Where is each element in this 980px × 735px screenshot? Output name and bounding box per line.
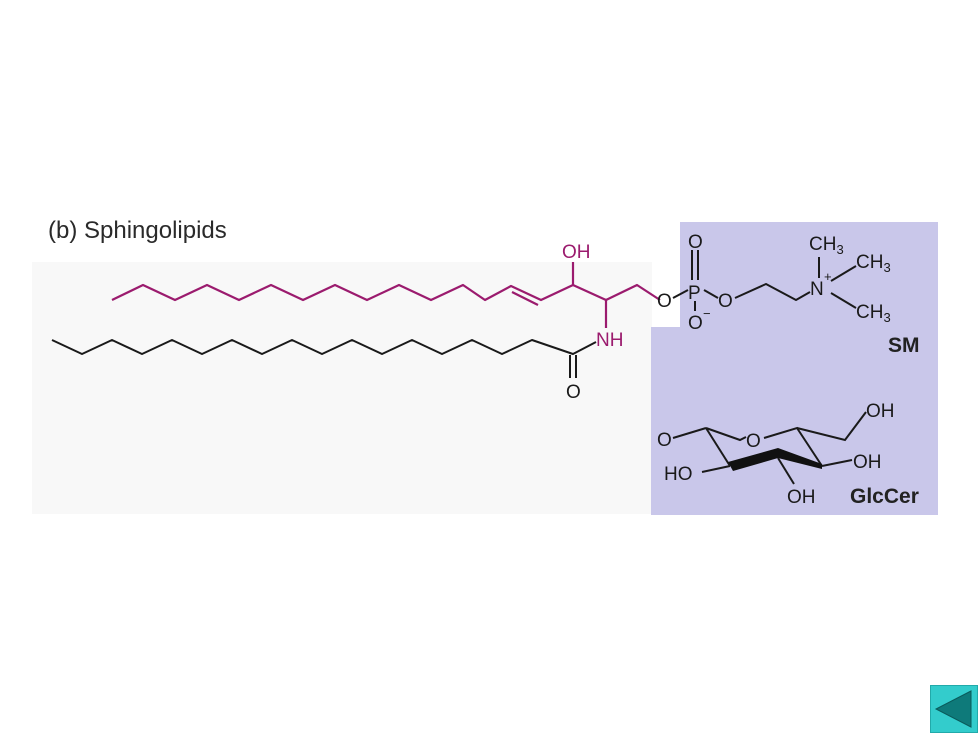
glc-link-bond bbox=[672, 427, 707, 439]
nh-label: NH bbox=[596, 330, 623, 351]
glc-link-o-label: O bbox=[657, 430, 672, 451]
phosphate-o-bottom-label: O bbox=[688, 313, 703, 334]
double-bond bbox=[511, 291, 539, 306]
glccer-label: GlcCer bbox=[850, 485, 919, 508]
n-ch3-right-bond bbox=[830, 265, 857, 282]
ch3-right-text: CH bbox=[856, 252, 883, 273]
n-plus-label: N bbox=[810, 279, 824, 300]
ch3-right-sub: 3 bbox=[883, 260, 890, 275]
n-plus-charge: + bbox=[824, 269, 832, 284]
ch3-bottom-label: CH3 bbox=[856, 302, 891, 325]
ester-o-label: O bbox=[657, 291, 672, 312]
diagram-title: (b) Sphingolipids bbox=[48, 217, 227, 244]
o-p-bond bbox=[672, 289, 689, 299]
amide-o-label: O bbox=[566, 382, 581, 403]
ring-o-label: O bbox=[746, 431, 761, 452]
oh-sphingosine-label: OH bbox=[562, 242, 591, 263]
headgroup-box bbox=[651, 222, 938, 515]
oh4-label: HO bbox=[664, 464, 693, 485]
oh3-label: OH bbox=[787, 487, 816, 508]
ch3-top-label: CH3 bbox=[809, 234, 844, 257]
background-band bbox=[32, 262, 652, 514]
oh6-label: OH bbox=[866, 401, 895, 422]
glc-ring-front bbox=[728, 448, 822, 471]
glc-c6-bond bbox=[796, 411, 867, 442]
ch3-bottom-sub: 3 bbox=[883, 310, 890, 325]
sm-label: SM bbox=[888, 334, 920, 357]
glc-ring-left bbox=[705, 427, 731, 467]
o-minus-charge: − bbox=[703, 306, 711, 321]
n-ch3-bottom-bond bbox=[830, 292, 857, 309]
oh2-label: OH bbox=[853, 452, 882, 473]
ch3-bottom-text: CH bbox=[856, 302, 883, 323]
back-button[interactable] bbox=[930, 685, 978, 733]
ch3-top-sub: 3 bbox=[836, 242, 843, 257]
phosphate-o-right-label: O bbox=[718, 291, 733, 312]
ch3-right-label: CH3 bbox=[856, 252, 891, 275]
glc-c3-bond bbox=[777, 457, 795, 485]
phosphorus-label: P bbox=[688, 283, 701, 304]
triangle-left-icon bbox=[934, 690, 972, 728]
phosphate-o-top-label: O bbox=[688, 232, 703, 253]
ch3-top-text: CH bbox=[809, 234, 836, 255]
glc-c2-bond bbox=[821, 459, 853, 467]
glc-ring-back bbox=[705, 427, 747, 442]
glc-c4-bond bbox=[701, 465, 731, 473]
fatty-acid-chain bbox=[51, 339, 597, 355]
p-o-right-bond bbox=[703, 289, 719, 299]
choline-chain bbox=[734, 283, 811, 301]
